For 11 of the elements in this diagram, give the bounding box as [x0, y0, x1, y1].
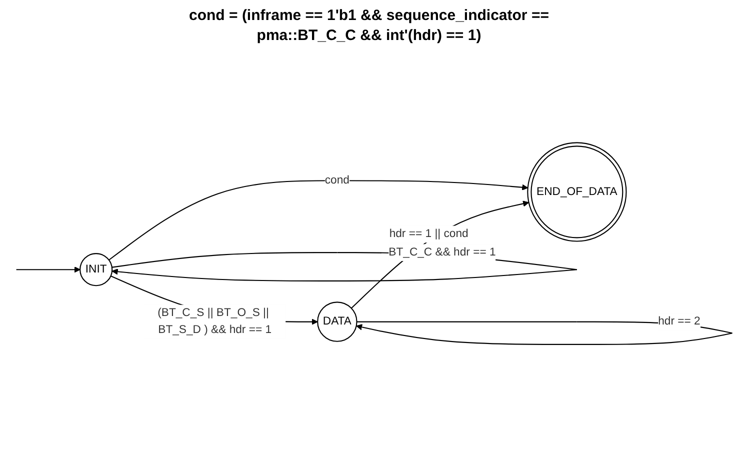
edge-label: hdr == 1 || cond — [389, 226, 468, 244]
edge-label: cond — [324, 172, 350, 190]
state-circle: END_OF_DATA — [527, 142, 627, 242]
state-circle: INIT — [80, 253, 113, 287]
state-circle: DATA — [317, 302, 358, 342]
edge-label: hdr == 2 — [658, 314, 700, 331]
note-text: cond = (inframe == 1'b1 && sequence_indicator == pma::BT_C_C && int'(hdr) == 1) — [188, 6, 550, 46]
edge-label: BT_C_C && hdr == 1 — [388, 244, 496, 262]
arrow — [108, 180, 528, 261]
edge-label: (BT_C_S || BT_O_S || BT_S_D ) && hdr == 1 — [144, 305, 286, 340]
arrow — [16, 266, 80, 274]
